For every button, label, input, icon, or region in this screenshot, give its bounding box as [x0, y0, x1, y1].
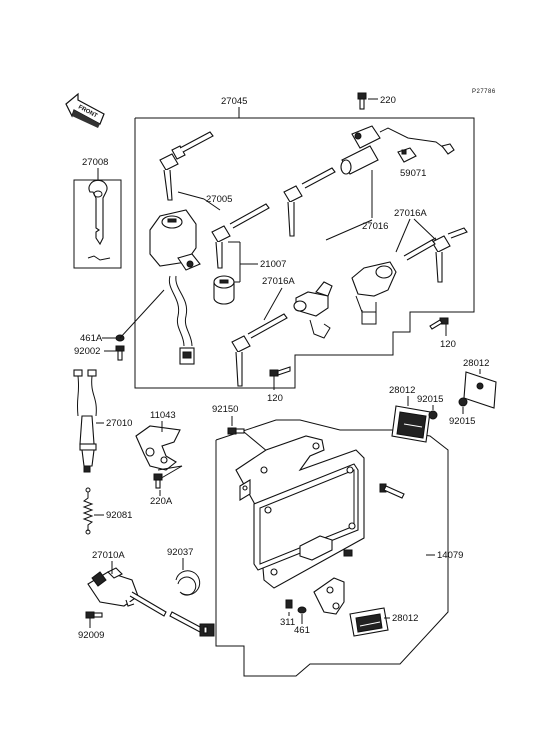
label-120-left: 120 [267, 393, 283, 404]
nut-plate [343, 549, 353, 557]
helmet-lock-27016a [351, 261, 397, 325]
screw-92002 [115, 345, 125, 361]
bolt-220 [357, 92, 367, 110]
label-11043: 11043 [150, 410, 176, 421]
ignition-group-outline [134, 117, 475, 389]
label-27016a-mid: 27016A [262, 276, 295, 287]
label-92002: 92002 [74, 346, 100, 357]
key-27016a-lower [231, 313, 288, 387]
label-92150: 92150 [212, 404, 238, 415]
nut-311 [285, 599, 293, 609]
reflector-28012-bottom [349, 607, 389, 637]
label-14079: 14079 [437, 550, 463, 561]
front-arrow-icon: FRONT [65, 92, 105, 128]
screw-92009 [85, 611, 103, 619]
sensor-27010 [73, 369, 97, 473]
label-220a: 220A [150, 496, 173, 507]
plate-bracket-14079 [235, 435, 365, 589]
label-311: 311 [280, 617, 295, 628]
key-27005-top [159, 131, 214, 201]
reflector-bracket [313, 577, 345, 615]
switch-59071 [397, 147, 417, 163]
label-92009: 92009 [78, 630, 104, 641]
nut-92015-left [428, 410, 438, 420]
label-120-right: 120 [440, 339, 456, 350]
reflector-28012-mid [391, 405, 431, 443]
bolt-120-right [429, 317, 449, 330]
key-27016a-right [431, 227, 468, 283]
seat-lock-27016 [340, 125, 455, 175]
fuel-cap-lock-small [293, 281, 333, 339]
key-27016-top [283, 167, 336, 237]
clip-92037 [175, 570, 201, 596]
switch-27010a [87, 567, 167, 617]
label-21007: 21007 [260, 259, 286, 270]
washer-461 [297, 606, 307, 614]
nut-92015-right [458, 397, 468, 407]
label-27010: 27010 [106, 418, 132, 429]
label-28012-mid: 28012 [389, 385, 415, 396]
key-blank-27008 [87, 179, 111, 261]
label-28012-top: 28012 [463, 358, 489, 369]
label-27045: 27045 [221, 96, 247, 107]
bolt-92150 [227, 427, 245, 435]
label-461a: 461A [80, 333, 103, 344]
label-27016a-right: 27016A [394, 208, 427, 219]
label-59071: 59071 [400, 168, 426, 179]
rod-connector [169, 611, 215, 637]
bolt-plate [379, 483, 405, 499]
key-27005-mid [211, 203, 270, 269]
ignition-switch-body [149, 209, 201, 365]
plate-group-outline [215, 419, 449, 677]
label-461: 461 [294, 625, 310, 636]
label-220: 220 [380, 95, 396, 106]
reflector-28012-top [463, 371, 497, 409]
lock-cylinder-21007 [213, 275, 235, 305]
label-92037: 92037 [167, 547, 193, 558]
diagram-code: P27786 [472, 89, 496, 95]
label-27005: 27005 [206, 194, 232, 205]
label-27016: 27016 [362, 221, 388, 232]
label-28012-bottom: 28012 [392, 613, 418, 624]
label-27008: 27008 [82, 157, 108, 168]
bolt-120-left [269, 366, 291, 377]
key-27016a-right-2 [403, 237, 437, 261]
bolt-220a [153, 473, 163, 489]
label-92015-right: 92015 [449, 416, 475, 427]
spring-92081 [82, 487, 94, 535]
bracket-11043 [135, 425, 181, 471]
label-92081: 92081 [106, 510, 132, 521]
label-27010a: 27010A [92, 550, 125, 561]
label-92015-left: 92015 [417, 394, 443, 405]
